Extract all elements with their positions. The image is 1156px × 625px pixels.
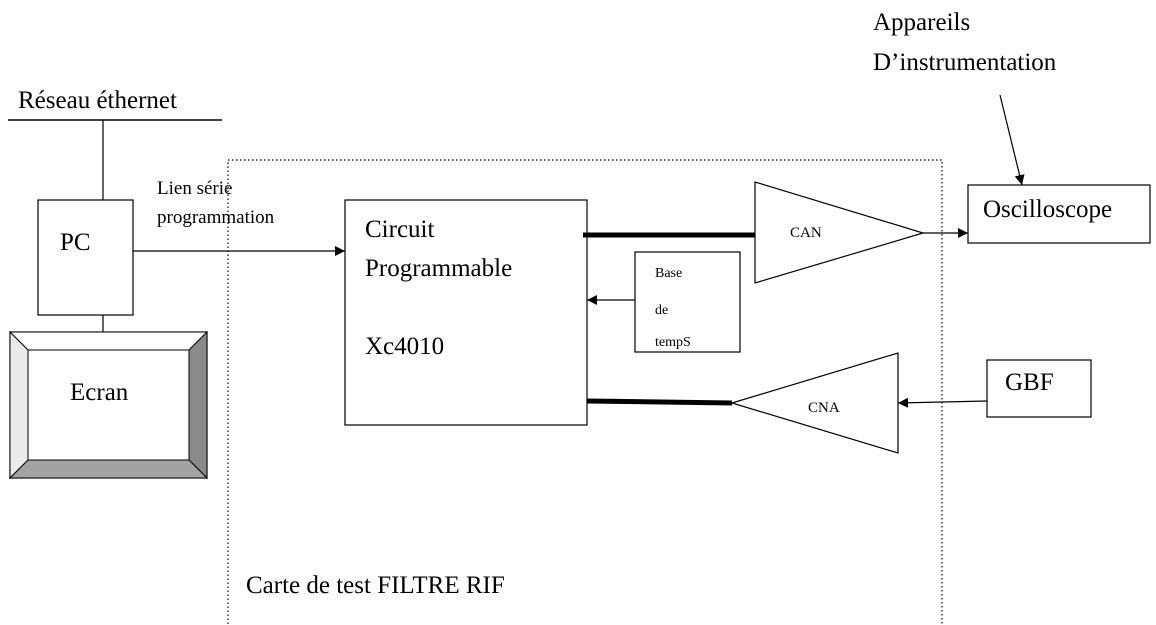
timebase-label-1: Base bbox=[655, 266, 682, 281]
can-label: CAN bbox=[790, 225, 822, 241]
test-board-outline bbox=[227, 159, 943, 625]
pc-box bbox=[37, 199, 134, 316]
timebase-box bbox=[634, 251, 741, 353]
oscilloscope-box bbox=[967, 184, 1151, 244]
gbf-cna-arrow bbox=[897, 397, 988, 408]
gbf-box bbox=[986, 359, 1092, 418]
timebase-label-3: tempS bbox=[655, 335, 691, 350]
screen-monitor bbox=[8, 330, 209, 480]
circuit-cna-bus bbox=[586, 398, 733, 406]
ethernet-label: Réseau éthernet bbox=[18, 87, 177, 114]
serial-link-label-2: programmation bbox=[157, 207, 275, 228]
instruments-label-1: Appareils bbox=[873, 9, 970, 36]
test-board-label: Carte de test FILTRE RIF bbox=[246, 572, 505, 599]
timebase-label-2: de bbox=[655, 303, 668, 318]
circuit-box bbox=[344, 199, 588, 426]
circuit-label-3: Xc4010 bbox=[365, 333, 444, 360]
serial-link-label-1: Lien série bbox=[157, 178, 232, 199]
cna-label: CNA bbox=[808, 400, 840, 416]
oscilloscope-label: Oscilloscope bbox=[983, 196, 1112, 223]
circuit-label-2: Programmable bbox=[365, 255, 512, 282]
instruments-arrow bbox=[999, 94, 1025, 186]
pc-label: PC bbox=[60, 229, 91, 256]
can-triangle bbox=[754, 181, 926, 284]
gbf-label: GBF bbox=[1005, 369, 1054, 396]
circuit-label-1: Circuit bbox=[365, 216, 434, 243]
screen-label: Ecran bbox=[70, 379, 129, 406]
instruments-label-2: D’instrumentation bbox=[873, 49, 1057, 76]
